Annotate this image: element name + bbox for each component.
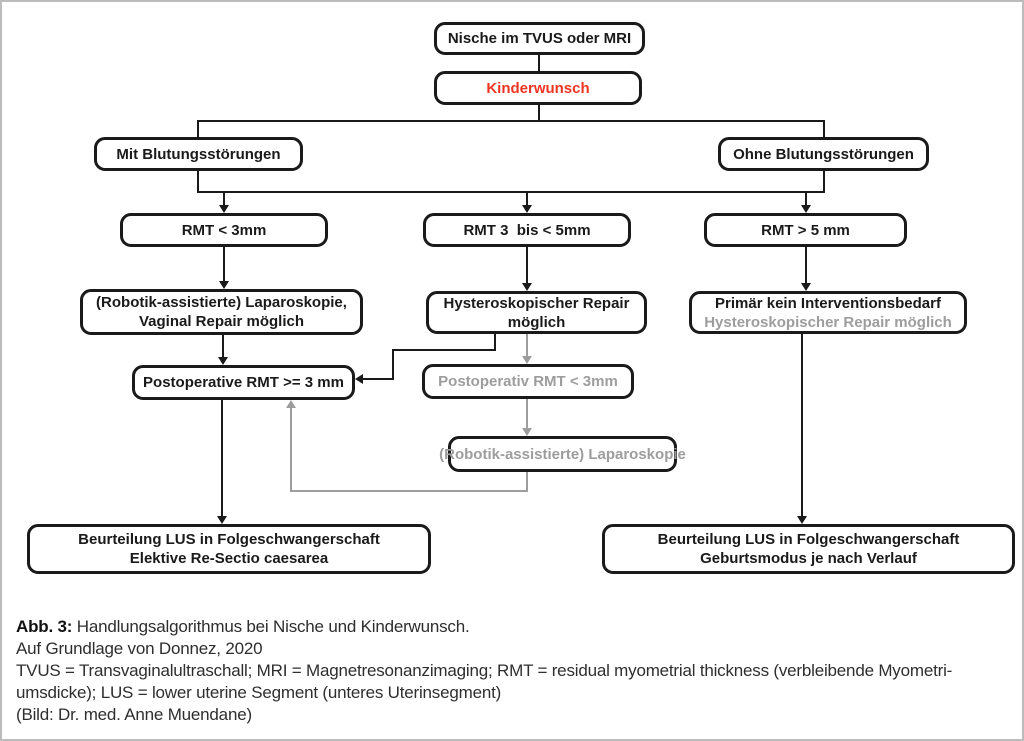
node-nische-tvus-mri: Nische im TVUS oder MRI (434, 22, 645, 55)
arrowhead-postop-ge3-bottom (286, 400, 296, 408)
node-ohne-blutungsstoerungen: Ohne Blutungsstörungen (718, 137, 929, 171)
arrowhead-rmt-3-5 (522, 205, 532, 213)
connector-to-ohne-blutung (823, 120, 825, 137)
node-label-line1: Beurteilung LUS in Folgeschwangerschaft (657, 531, 960, 548)
node-label-line2: Geburtsmodus je nach Verlauf (700, 550, 917, 567)
node-label-line1: Primär kein Interventionsbedarf (715, 294, 941, 312)
connector-nische-kinderwunsch (538, 55, 540, 71)
connector-laparoskopie2-loop-h (290, 490, 528, 492)
node-label: RMT > 5 mm (761, 221, 850, 239)
connector-rmt-lt3-laparoskopie (223, 247, 225, 282)
node-mit-blutungsstoerungen: Mit Blutungsstörungen (94, 137, 303, 171)
node-label: RMT 3 bis < 5mm (463, 221, 591, 239)
node-robotik-laparoskopie: (Robotik-assistierte) Laparoskopie (439, 436, 686, 472)
connector-to-rmt-lt3 (223, 191, 225, 206)
arrowhead-hysteroskopie (522, 283, 532, 291)
node-label: (Robotik-assistierte) Laparoskopie (439, 445, 686, 463)
arrowhead-beurteilung-rechts (797, 516, 807, 524)
caption-abbreviations-line2: umsdicke); LUS = lower uterine Segment (… (16, 683, 502, 702)
node-label-line2: möglich (507, 313, 566, 331)
connector-to-mit-blutung (197, 120, 199, 137)
connector-split-rmt-horizontal (197, 191, 825, 193)
node-label-line1: (Robotik-assistierte) Laparoskopie, (96, 294, 347, 311)
node-label: Postoperativ RMT < 3mm (438, 373, 618, 390)
arrowhead-laparoskopie-vaginal (219, 281, 229, 289)
arrowhead-rmt-lt3 (219, 205, 229, 213)
caption-source-line: Auf Grundlage von Donnez, 2020 (16, 639, 263, 658)
node-postoperativ-rmt-lt-3mm: Postoperativ RMT < 3mm (422, 364, 634, 399)
arrowhead-laparoskopie2 (522, 428, 532, 436)
node-label: Ohne Blutungsstörungen (733, 145, 914, 163)
node-beurteilung-lus-resectio: Beurteilung LUS in Folgeschwangerschaft … (27, 524, 431, 574)
connector-postop-lt3-laparoskopie2 (526, 399, 528, 429)
node-label: RMT < 3mm (181, 221, 267, 239)
arrowhead-rmt-gt5 (801, 205, 811, 213)
connector-to-rmt-gt5 (805, 191, 807, 206)
connector-laparoskopie2-loop-v2 (290, 407, 292, 492)
connector-laparoskopie-postop (222, 335, 224, 358)
node-rmt-gt-5mm: RMT > 5 mm (704, 213, 907, 247)
node-label: Kinderwunsch (486, 79, 590, 97)
node-label: Postoperative RMT >= 3 mm (143, 374, 344, 391)
connector-primaer-beurteilung-rechts (801, 334, 803, 517)
connector-rmt-gt5-primaer (805, 247, 807, 284)
connector-ohne-blutung-down (823, 171, 825, 191)
node-label: Mit Blutungsstörungen (116, 145, 281, 163)
arrowhead-postop-ge3-top (218, 357, 228, 365)
node-rmt-lt-3mm: RMT < 3mm (120, 213, 328, 247)
caption-abbreviations-line1: TVUS = Transvaginalultraschall; MRI = Ma… (16, 661, 953, 680)
node-label-line2: Vaginal Repair möglich (138, 313, 305, 330)
connector-hysteroskopie-elbow-h1 (392, 349, 496, 351)
connector-split-top-horizontal (197, 120, 825, 122)
node-beurteilung-lus-geburtsmodus: Beurteilung LUS in Folgeschwangerschaft … (602, 524, 1015, 574)
connector-hysteroskopie-postop-lt3 (526, 334, 528, 357)
caption-image-credit: (Bild: Dr. med. Anne Muendane) (16, 705, 252, 724)
node-hysteroskopischer-repair: Hysteroskopischer Repair möglich (426, 291, 647, 334)
node-label-line2: Elektive Re-Sectio caesarea (129, 550, 329, 567)
connector-mit-blutung-down (197, 171, 199, 191)
arrowhead-primaer (801, 283, 811, 291)
arrowhead-postop-lt3 (522, 356, 532, 364)
node-kinderwunsch: Kinderwunsch (434, 71, 642, 105)
arrowhead-postop-ge3-right (355, 374, 363, 384)
connector-hysteroskopie-elbow-v1 (494, 334, 496, 351)
node-postoperative-rmt-ge-3mm: Postoperative RMT >= 3 mm (132, 365, 355, 400)
connector-to-rmt-3-5 (526, 191, 528, 206)
figure-number-label: Abb. 3: (16, 617, 73, 636)
connector-kinderwunsch-split (538, 105, 540, 120)
connector-rmt35-hysteroskopie (526, 247, 528, 284)
node-rmt-3-bis-5mm: RMT 3 bis < 5mm (423, 213, 631, 247)
connector-hysteroskopie-elbow-h2 (363, 378, 394, 380)
figure-caption: Abb. 3: Handlungsalgorithmus bei Nische … (16, 616, 1016, 726)
connector-hysteroskopie-elbow-v2 (392, 349, 394, 380)
node-primaer-kein-interventionsbedarf: Primär kein Interventionsbedarf Hysteros… (689, 291, 967, 334)
node-label-line2: Hysteroskopischer Repair möglich (704, 313, 952, 331)
figure-title-text: Handlungsalgorithmus bei Nische und Kind… (76, 617, 470, 636)
caption-title-line: Abb. 3: Handlungsalgorithmus bei Nische … (16, 616, 1016, 638)
node-laparoskopie-vaginal-repair: (Robotik-assistierte) Laparoskopie, Vagi… (80, 289, 363, 335)
arrowhead-beurteilung-links (217, 516, 227, 524)
connector-laparoskopie2-loop-v1 (526, 472, 528, 492)
node-label-line1: Beurteilung LUS in Folgeschwangerschaft (78, 531, 380, 548)
connector-postop-beurteilung-links (221, 400, 223, 517)
node-label: Nische im TVUS oder MRI (447, 30, 632, 47)
node-label-line1: Hysteroskopischer Repair (443, 294, 630, 312)
